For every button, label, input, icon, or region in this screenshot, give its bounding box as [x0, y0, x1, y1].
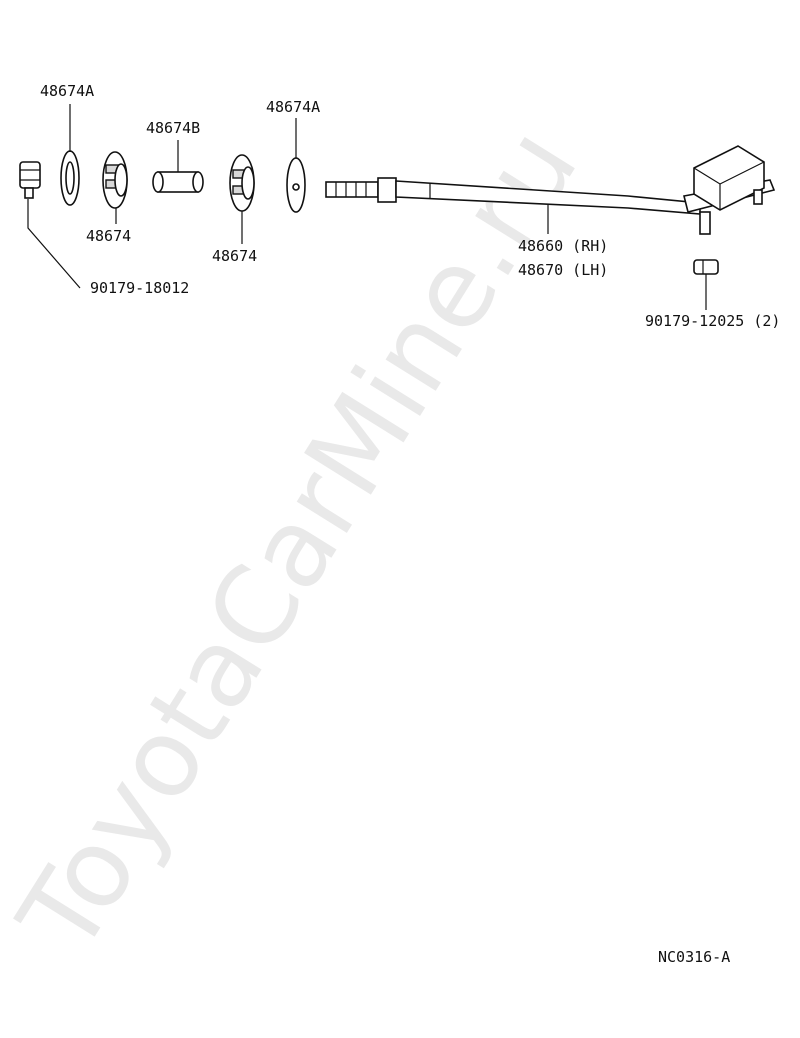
diagram-code: NC0316-A [658, 948, 730, 966]
label-bushing-left: 48674 [86, 227, 131, 245]
washer-left-part [60, 150, 80, 206]
label-nut-right: 90179-12025 (2) [645, 312, 780, 330]
bushing-right-part [229, 154, 255, 212]
bushing-left-part [102, 151, 128, 209]
nut-left-part [19, 161, 41, 199]
rod-part [325, 177, 701, 215]
label-washer-right: 48674A [266, 98, 320, 116]
label-rod-lh: 48670 (LH) [518, 261, 608, 279]
washer-right-part [286, 157, 306, 213]
label-nut-left: 90179-18012 [90, 279, 189, 297]
label-rod-rh: 48660 (RH) [518, 237, 608, 255]
leader-nut-left [27, 199, 81, 289]
mount-block-part [683, 145, 776, 235]
label-spacer: 48674B [146, 119, 200, 137]
spacer-part [152, 171, 204, 193]
label-bushing-right: 48674 [212, 247, 257, 265]
nut-right-part [693, 259, 719, 275]
label-washer-left: 48674A [40, 82, 94, 100]
